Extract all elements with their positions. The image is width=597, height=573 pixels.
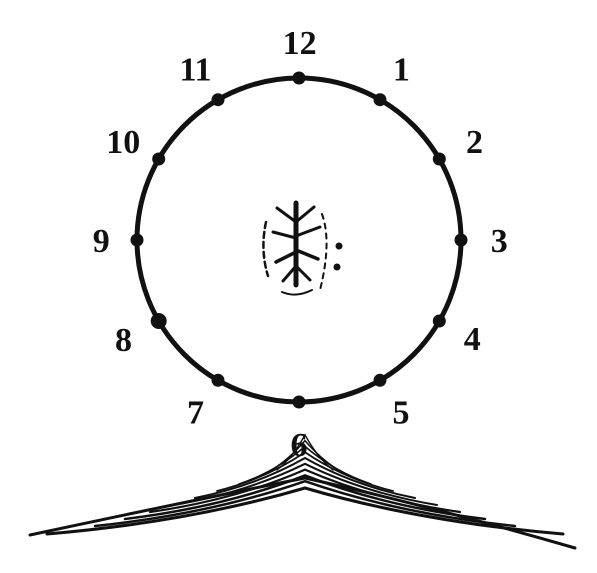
position-label-2: 2 — [466, 124, 483, 161]
base-mound — [28, 433, 577, 550]
marker-dot-8 — [150, 313, 167, 329]
mound-hatch-line — [123, 474, 487, 521]
marker-dot-10 — [152, 152, 166, 166]
mound-hatch-line — [258, 439, 352, 478]
position-label-10: 10 — [106, 124, 140, 161]
mound-hatch-line — [93, 479, 517, 528]
position-label-12: 12 — [283, 25, 317, 62]
position-label-5: 5 — [393, 395, 410, 432]
mound-hatch-line — [238, 445, 372, 485]
mound-hatch-line — [194, 456, 416, 499]
marker-dot-11 — [211, 93, 225, 107]
position-label-3: 3 — [491, 223, 508, 260]
position-markers — [130, 71, 468, 409]
marker-dot-5 — [373, 373, 387, 387]
position-label-8: 8 — [115, 322, 132, 359]
position-label-7: 7 — [187, 395, 204, 432]
marker-dot-3 — [454, 233, 468, 247]
position-label-11: 11 — [179, 52, 211, 89]
mound-hatch-line — [276, 433, 334, 471]
mound-base-curve — [28, 476, 577, 550]
marker-dot-9 — [130, 233, 144, 247]
position-label-4: 4 — [464, 321, 481, 358]
center-figure — [262, 200, 343, 296]
position-label-9: 9 — [93, 223, 110, 260]
marker-dot-12 — [292, 71, 306, 85]
position-label-1: 1 — [393, 52, 410, 89]
marker-dot-4 — [432, 314, 446, 328]
marker-dot-2 — [432, 152, 446, 166]
mound-hatch-line — [45, 486, 565, 536]
marker-dot-7 — [211, 373, 225, 387]
marker-dot-6 — [292, 395, 306, 409]
marker-dot-1 — [373, 93, 387, 107]
clock-circle — [134, 75, 464, 405]
